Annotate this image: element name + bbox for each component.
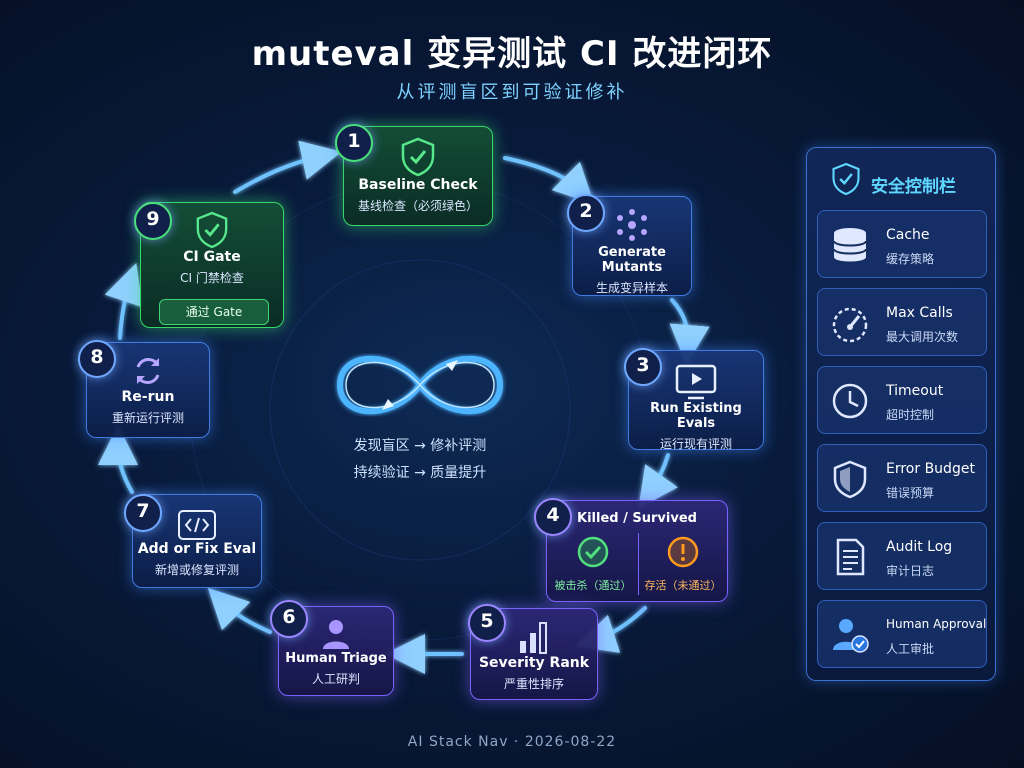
- control-title: Human Approval: [886, 617, 987, 631]
- step-subtitle: CI 门禁检查: [180, 271, 244, 285]
- page-title: muteval 变异测试 CI 改进闭环: [251, 34, 773, 74]
- control-subtitle: 人工审批: [886, 642, 935, 656]
- document-icon: [836, 538, 865, 576]
- gate-pass-button[interactable]: 通过 Gate: [159, 299, 269, 325]
- shield-icon: [833, 460, 867, 499]
- arrow-3-4: [638, 453, 678, 509]
- step-title: Generate Mutants: [598, 245, 666, 275]
- arrow-4-5: [575, 606, 647, 653]
- molecule-dots-icon: [617, 209, 647, 241]
- gauge-icon: [832, 307, 868, 343]
- step-subtitle: 严重性排序: [503, 677, 564, 691]
- survived-label: 存活（未通过）: [644, 579, 722, 592]
- center-caption-2: 持续验证 → 质量提升: [353, 465, 487, 481]
- footer-credit: AI Stack Nav · 2026-08-22: [407, 734, 617, 750]
- warning-circle-icon: [667, 536, 699, 568]
- step-subtitle: 重新运行评测: [111, 411, 184, 425]
- shield-check-icon: [196, 211, 228, 249]
- arrow-7-8: [98, 425, 139, 494]
- control-subtitle: 错误预算: [886, 486, 935, 500]
- control-subtitle: 审计日志: [886, 564, 935, 578]
- step-title: CI Gate: [183, 249, 241, 265]
- step-title: Killed / Survived: [577, 511, 697, 526]
- control-subtitle: 超时控制: [886, 408, 935, 422]
- clock-icon: [832, 383, 868, 419]
- step-number-8: 8: [78, 340, 116, 378]
- step-title: Baseline Check: [358, 177, 478, 193]
- step-severity-rank[interactable]: Severity Rank 严重性排序: [470, 608, 598, 700]
- shield-check-icon: [832, 162, 860, 196]
- shield-check-icon: [401, 137, 435, 177]
- arrow-2-3: [669, 298, 710, 365]
- control-title: Cache: [886, 227, 930, 243]
- ks-divider: [638, 533, 639, 595]
- killed-label: 被击杀（通过）: [554, 579, 632, 592]
- control-human-approval[interactable]: Human Approval 人工审批: [817, 600, 987, 668]
- person-icon: [323, 620, 349, 649]
- step-subtitle: 人工研判: [311, 672, 360, 686]
- step-title: Human Triage: [285, 651, 387, 666]
- step-number-3: 3: [624, 348, 662, 386]
- security-control-panel: 安全控制栏 Cache 缓存策略 Max Calls 最大调用次数 Timeou…: [806, 147, 996, 681]
- step-number-7: 7: [124, 494, 162, 532]
- step-number-1: 1: [335, 124, 373, 162]
- control-title: Error Budget: [886, 461, 975, 477]
- control-audit-log[interactable]: Audit Log 审计日志: [817, 522, 987, 590]
- arrow-8-9: [104, 263, 143, 340]
- step-title: Re-run: [121, 389, 175, 405]
- step-re-run[interactable]: Re-run 重新运行评测: [86, 342, 210, 438]
- check-circle-icon: [577, 536, 609, 568]
- control-error-budget[interactable]: Error Budget 错误预算: [817, 444, 987, 512]
- code-icon: [178, 510, 216, 540]
- step-subtitle: 基线检查（必须绿色）: [357, 199, 478, 213]
- arrow-1-2: [503, 156, 595, 205]
- control-cache[interactable]: Cache 缓存策略: [817, 210, 987, 278]
- arrow-6-7: [207, 587, 272, 634]
- step-number-2: 2: [567, 194, 605, 232]
- step-title: Run Existing Evals: [650, 401, 742, 431]
- step-number-4: 4: [534, 498, 572, 536]
- step-title: Severity Rank: [478, 655, 590, 671]
- control-max-calls[interactable]: Max Calls 最大调用次数: [817, 288, 987, 356]
- step-subtitle: 生成变异样本: [595, 281, 668, 295]
- user-check-icon: [833, 619, 869, 653]
- step-killed-survived[interactable]: Killed / Survived 被击杀（通过） 存活（未通过）: [546, 500, 728, 602]
- control-title: Audit Log: [886, 539, 953, 555]
- step-number-5: 5: [468, 604, 506, 642]
- survived-result: 存活（未通过）: [643, 535, 723, 593]
- control-subtitle: 缓存策略: [886, 252, 935, 266]
- step-title: Add or Fix Eval: [137, 541, 257, 557]
- control-timeout[interactable]: Timeout 超时控制: [817, 366, 987, 434]
- center-caption-1: 发现盲区 → 修补评测: [353, 438, 487, 454]
- step-baseline-check[interactable]: Baseline Check 基线检查（必须绿色）: [343, 126, 493, 226]
- panel-title: 安全控制栏: [871, 177, 956, 197]
- control-title: Timeout: [886, 383, 944, 399]
- refresh-icon: [136, 358, 160, 384]
- step-subtitle: 运行现有评测: [659, 437, 732, 451]
- step-subtitle: 新增或修复评测: [154, 563, 239, 577]
- control-title: Max Calls: [886, 305, 953, 321]
- database-icon: [833, 228, 867, 262]
- bar-chart-icon: [520, 622, 547, 654]
- play-monitor-icon: [675, 364, 717, 400]
- step-number-6: 6: [270, 600, 308, 638]
- control-subtitle: 最大调用次数: [886, 330, 959, 344]
- killed-result: 被击杀（通过）: [553, 535, 633, 593]
- arrow-9-1: [233, 140, 342, 194]
- page-subtitle: 从评测盲区到可验证修补: [396, 82, 628, 103]
- step-number-9: 9: [134, 202, 172, 240]
